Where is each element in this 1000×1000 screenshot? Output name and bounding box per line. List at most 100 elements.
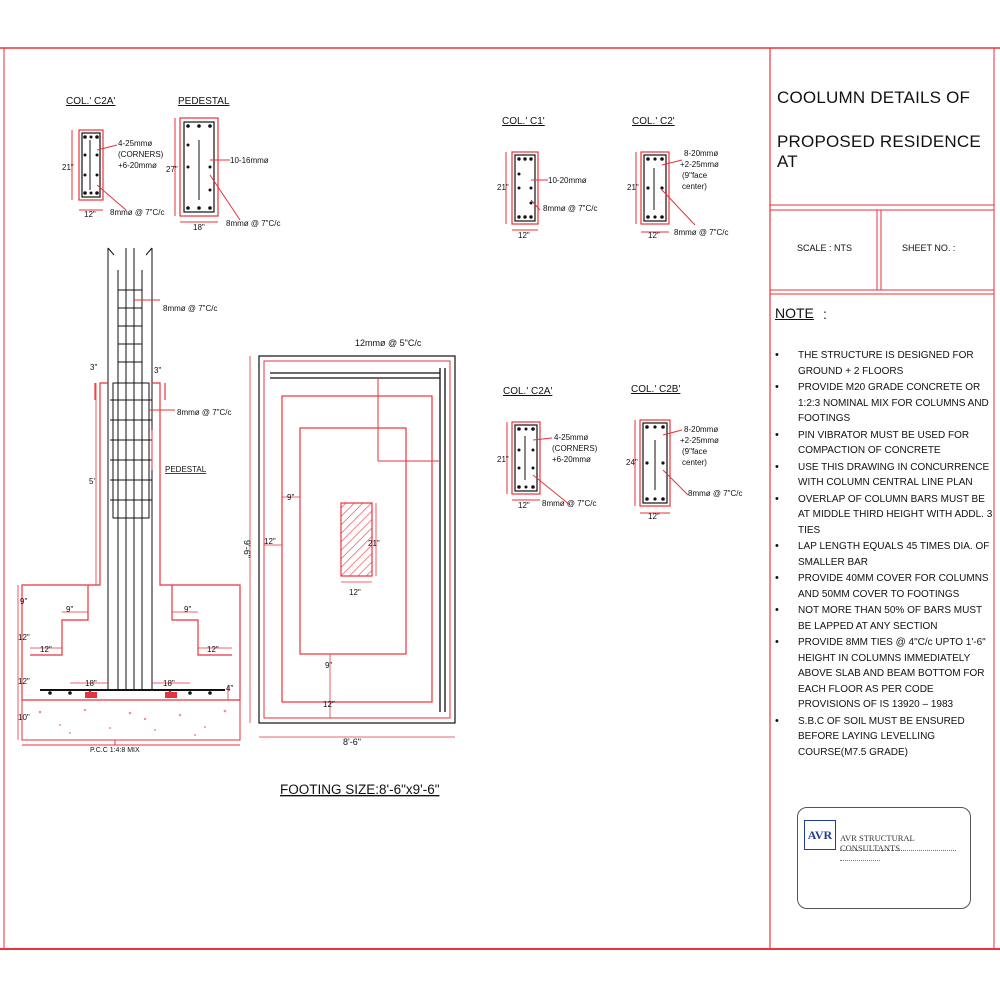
section-pedestal: PEDESTAL 10-16mmø 27" 18" 8mmø @ 7"C/c — [166, 96, 281, 232]
scale-label: SCALE : NTS — [797, 243, 853, 253]
svg-text:9": 9" — [184, 605, 191, 614]
svg-text:12mmø @ 5"C/c: 12mmø @ 5"C/c — [355, 338, 422, 348]
section-c2b: COL.' C2B' 8-20mmø +2-25mmø (9"face cent… — [626, 384, 743, 521]
svg-text:3": 3" — [90, 363, 97, 372]
svg-text:5': 5' — [89, 477, 95, 486]
note-item: PROVIDE M20 GRADE CONCRETE OR 1:2:3 NOMI… — [772, 380, 998, 427]
note-item: LAP LENGTH EQUALS 45 TIMES DIA. OF SMALL… — [772, 539, 998, 570]
note-heading: NOTE — [775, 305, 814, 321]
svg-text:8mmø @ 7"C/c: 8mmø @ 7"C/c — [542, 499, 597, 508]
svg-text:12": 12" — [18, 633, 30, 642]
note-item: THE STRUCTURE IS DESIGNED FOR GROUND + 2… — [772, 348, 998, 379]
svg-text:21": 21" — [368, 539, 380, 548]
note-item: USE THIS DRAWING IN CONCURRENCE WITH COL… — [772, 460, 998, 491]
svg-text:12": 12" — [323, 700, 335, 709]
svg-text:+2-25mmø: +2-25mmø — [680, 160, 719, 169]
drawing-title-line2: PROPOSED RESIDENCE AT — [777, 132, 981, 171]
svg-text:27": 27" — [166, 165, 178, 174]
svg-text:(CORNERS): (CORNERS) — [552, 444, 598, 453]
svg-text:9": 9" — [66, 605, 73, 614]
svg-text:24": 24" — [626, 458, 638, 467]
section-title: COL.' C2A' — [503, 386, 552, 397]
svg-text:8mmø @ 7"C/c: 8mmø @ 7"C/c — [688, 489, 743, 498]
svg-text:PEDESTAL: PEDESTAL — [165, 465, 207, 474]
svg-text:+6-20mmø: +6-20mmø — [118, 161, 157, 170]
svg-text:18": 18" — [85, 679, 97, 688]
section-title: COL.' C2A' — [66, 96, 115, 107]
note-item: S.B.C OF SOIL MUST BE ENSURED BEFORE LAY… — [772, 714, 998, 761]
svg-text:center): center) — [682, 182, 707, 191]
svg-text:12": 12" — [207, 645, 219, 654]
svg-text:8mmø @ 7"C/c: 8mmø @ 7"C/c — [226, 219, 281, 228]
svg-text:12": 12" — [264, 537, 276, 546]
svg-text:12": 12" — [84, 210, 96, 219]
svg-text:8'-6": 8'-6" — [343, 737, 361, 747]
section-title: COL.' C2B' — [631, 384, 680, 395]
svg-text:+2-25mmø: +2-25mmø — [680, 436, 719, 445]
footing-caption: FOOTING SIZE:8'-6"x9'-6" — [280, 782, 440, 797]
svg-text:(9"face: (9"face — [682, 447, 708, 456]
svg-text:12": 12" — [18, 677, 30, 686]
section-title: COL.' C1' — [502, 116, 545, 127]
svg-text:12": 12" — [648, 231, 660, 240]
svg-text:(9"face: (9"face — [682, 171, 708, 180]
note-item: OVERLAP OF COLUMN BARS MUST BE AT MIDDLE… — [772, 492, 998, 539]
svg-text:12": 12" — [648, 512, 660, 521]
svg-text:21": 21" — [627, 183, 639, 192]
section-c2: COL.' C2' 8-20mmø +2-25mmø (9"face cente… — [627, 116, 729, 240]
svg-text:P.C.C 1:4:8 MIX: P.C.C 1:4:8 MIX — [90, 747, 140, 754]
column-stub — [340, 502, 373, 577]
firm-name: AVR STRUCTURAL CONSULTANTS — [840, 833, 915, 853]
svg-text:10-16mmø: 10-16mmø — [230, 156, 269, 165]
svg-text:9": 9" — [325, 661, 332, 670]
svg-text:10-20mmø: 10-20mmø — [548, 176, 587, 185]
section-c2a-middle: COL.' C2A' 4-25mmø (CORNERS) +6-20mmø 21… — [497, 386, 598, 510]
notes-list: THE STRUCTURE IS DESIGNED FOR GROUND + 2… — [772, 348, 998, 761]
svg-text:12": 12" — [40, 645, 52, 654]
svg-text:9": 9" — [287, 493, 294, 502]
section-title: PEDESTAL — [178, 96, 230, 107]
svg-text:8mmø @ 7"C/c: 8mmø @ 7"C/c — [674, 228, 729, 237]
svg-text:10": 10" — [18, 713, 30, 722]
avr-logo-icon: AVR — [804, 820, 836, 850]
svg-text:8-20mmø: 8-20mmø — [684, 425, 718, 434]
drawing-title-line1: COOLUMN DETAILS OF — [777, 88, 971, 107]
svg-text:8mmø @ 7"C/c: 8mmø @ 7"C/c — [110, 208, 165, 217]
svg-text:4-25mmø: 4-25mmø — [554, 433, 588, 442]
section-c2a-top: COL.' C2A' 4-25mmø (CORNERS) +6-20mmø 21… — [62, 96, 165, 219]
svg-text:8mmø @ 7"C/c: 8mmø @ 7"C/c — [177, 408, 232, 417]
svg-text:12": 12" — [518, 231, 530, 240]
section-c1: COL.' C1' 10-20mmø 21" 12" 8mmø @ 7"C/c — [497, 116, 598, 240]
note-item: NOT MORE THAN 50% OF BARS MUST BE LAPPED… — [772, 603, 998, 634]
svg-text:4": 4" — [226, 684, 233, 693]
section-title: COL.' C2' — [632, 116, 675, 127]
svg-text:18": 18" — [193, 223, 205, 232]
svg-text:3": 3" — [154, 366, 161, 375]
svg-text:8-20mmø: 8-20mmø — [684, 149, 718, 158]
svg-text:8mmø @ 7"C/c: 8mmø @ 7"C/c — [543, 204, 598, 213]
note-item: PIN VIBRATOR MUST BE USED FOR COMPACTION… — [772, 428, 998, 459]
sheet-number-label: SHEET NO. : — [902, 243, 956, 253]
svg-text:(CORNERS): (CORNERS) — [118, 150, 164, 159]
note-colon: : — [823, 306, 827, 322]
firm-subline — [840, 850, 956, 853]
footing-plan: 12mmø @ 5"C/c 9'-6" 8'-6" 12" 9" 9" 12" … — [242, 338, 456, 797]
svg-text:+6-20mmø: +6-20mmø — [552, 455, 591, 464]
svg-text:9": 9" — [20, 597, 27, 606]
svg-text:center): center) — [682, 458, 707, 467]
svg-text:9'-6": 9'-6" — [242, 540, 252, 558]
svg-text:8mmø @ 7"C/c: 8mmø @ 7"C/c — [163, 304, 218, 313]
note-item: PROVIDE 8MM TIES @ 4"C/c UPTO 1'-6" HEIG… — [772, 635, 998, 713]
footing-elevation: 8mmø @ 7"C/c 8mmø @ 7"C/c PEDESTAL 3" 3"… — [17, 247, 241, 754]
pcc-bed — [21, 699, 241, 741]
consultant-logo-box: AVR AVR STRUCTURAL CONSULTANTS — [797, 807, 971, 909]
svg-text:12": 12" — [518, 501, 530, 510]
svg-text:18": 18" — [163, 679, 175, 688]
svg-text:12": 12" — [349, 588, 361, 597]
note-item: PROVIDE 40MM COVER FOR COLUMNS AND 50MM … — [772, 571, 998, 602]
svg-text:4-25mmø: 4-25mmø — [118, 139, 152, 148]
svg-text:21": 21" — [62, 163, 74, 172]
firm-subline-2 — [840, 860, 880, 863]
svg-text:21": 21" — [497, 455, 509, 464]
